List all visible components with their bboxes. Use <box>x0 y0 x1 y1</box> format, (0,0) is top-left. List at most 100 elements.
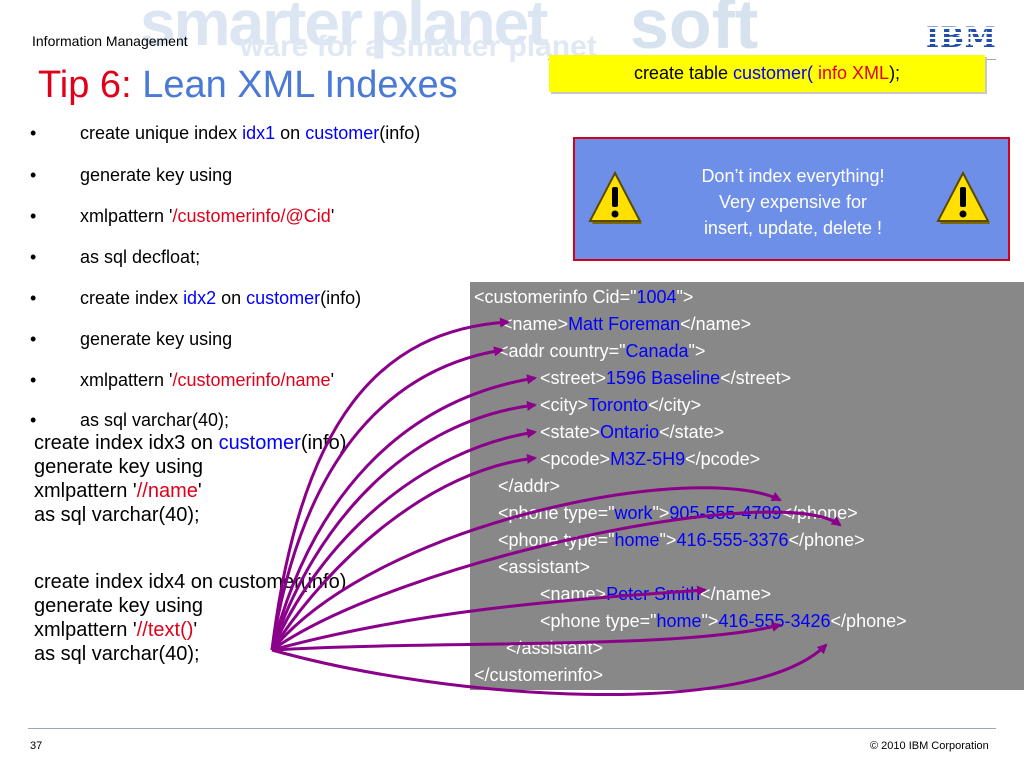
text-run: "> <box>676 287 694 307</box>
text-run: "> <box>652 503 670 523</box>
text-run: <phone type=" <box>540 611 657 631</box>
text-run: generate key using <box>34 595 204 617</box>
bullet-item: •as sql varchar(40); <box>30 410 229 431</box>
text-run: </name> <box>700 584 772 604</box>
text-run: 905-555-4789 <box>669 503 782 523</box>
text-run: </addr> <box>498 476 561 496</box>
text-run: 1596 Baseline <box>606 368 721 388</box>
xml-line: </addr> <box>498 476 560 497</box>
text-run: home <box>656 611 702 631</box>
xml-line: </assistant> <box>506 638 603 659</box>
text-run: <street> <box>540 368 607 388</box>
header-banner: smarter planet soft ware for a smarter p… <box>0 0 1024 62</box>
bullet-item: •generate key using <box>30 165 232 186</box>
code-line: as sql varchar(40); <box>34 503 346 527</box>
text-run: </city> <box>648 395 702 415</box>
text-run: <addr country=" <box>498 341 626 361</box>
ibm-logo: IBM <box>926 21 997 54</box>
text-run: ' <box>197 480 202 502</box>
code-line: generate key using <box>34 594 346 618</box>
text-run: ' <box>330 370 334 390</box>
warning-box: Don’t index everything! Very expensive f… <box>573 137 1010 261</box>
text-run: generate key using <box>80 329 233 349</box>
text-run: //name <box>136 480 198 502</box>
text-run: //text() <box>136 619 194 641</box>
text-run: ' <box>330 206 335 226</box>
warning-line: insert, update, delete ! <box>703 218 883 238</box>
text-run: generate key using <box>34 456 204 478</box>
bullet-item: •create unique index idx1 on customer(in… <box>30 123 420 144</box>
create-table-info-xml: info XML <box>813 63 890 83</box>
title-text: Lean XML Indexes <box>131 64 458 106</box>
text-run: <phone type=" <box>498 503 615 523</box>
xml-line: <customerinfo Cid="1004"> <box>474 287 693 308</box>
warning-line: Don’t index everything! <box>701 166 885 186</box>
bullet-dot: • <box>30 370 37 390</box>
text-run: <state> <box>540 422 601 442</box>
text-run: /customerinfo/name <box>172 370 331 390</box>
idx3-statement: create index idx3 on customer(info)gener… <box>34 431 346 527</box>
text-run: </assistant> <box>506 638 604 658</box>
bullet-item: •create index idx2 on customer(info) <box>30 288 361 309</box>
text-run: xmlpattern ' <box>34 619 137 641</box>
copyright: © 2010 IBM Corporation <box>870 740 989 752</box>
banner-watermark-soft: soft <box>630 0 759 62</box>
code-line: as sql varchar(40); <box>34 642 346 666</box>
text-run: work <box>614 503 653 523</box>
text-run: </phone> <box>830 611 907 631</box>
text-run: <pcode> <box>540 449 611 469</box>
create-table-part: create table <box>633 63 733 83</box>
text-run: M3Z-5H9 <box>610 449 686 469</box>
text-run: (info) <box>300 432 347 454</box>
bullet-dot: • <box>30 329 37 349</box>
bullet-dot: • <box>30 206 37 226</box>
text-run: (info) <box>320 288 362 308</box>
text-run: idx2 <box>183 288 217 308</box>
code-line: xmlpattern '//name' <box>34 479 346 503</box>
xml-line: </customerinfo> <box>474 665 603 686</box>
xml-line: <pcode>M3Z-5H9</pcode> <box>540 449 760 470</box>
warning-icon <box>588 170 642 224</box>
text-run: 416-555-3426 <box>718 611 831 631</box>
xml-line: <phone type="home">416-555-3426</phone> <box>540 611 907 632</box>
bullet-item: •xmlpattern '/customerinfo/name' <box>30 370 334 391</box>
text-run: Toronto <box>588 395 649 415</box>
text-run: <city> <box>540 395 589 415</box>
xml-line: <name>Peter Smith</name> <box>540 584 771 605</box>
bullet-dot: • <box>30 123 37 143</box>
text-run: "> <box>688 341 706 361</box>
text-run: xmlpattern ' <box>34 480 137 502</box>
bullet-dot: • <box>30 247 37 267</box>
code-line: xmlpattern '//text()' <box>34 618 346 642</box>
xml-line: <phone type="work">905-555-4789</phone> <box>498 503 858 524</box>
page-number: 37 <box>30 740 43 752</box>
text-run: Ontario <box>600 422 660 442</box>
title-tip: Tip 6: <box>38 64 132 106</box>
warning-line: Very expensive for <box>718 192 868 212</box>
text-run: <name> <box>540 584 607 604</box>
text-run: as sql varchar(40); <box>34 643 200 665</box>
text-run: </street> <box>720 368 792 388</box>
text-run: Canada <box>625 341 689 361</box>
text-run: </customerinfo> <box>474 665 604 685</box>
warning-icon <box>936 170 990 224</box>
create-table-callout: create table customer( info XML); <box>549 55 985 92</box>
xml-line: <addr country="Canada"> <box>498 341 705 362</box>
xml-line: <name>Matt Foreman</name> <box>502 314 751 335</box>
text-run: Matt Foreman <box>568 314 681 334</box>
text-run: xmlpattern ' <box>80 206 173 226</box>
text-run: as sql varchar(40); <box>80 410 230 430</box>
bullet-item: •xmlpattern '/customerinfo/@Cid' <box>30 206 334 227</box>
xml-line: <state>Ontario</state> <box>540 422 724 443</box>
create-table-close: ); <box>889 63 901 83</box>
xml-line: <phone type="home">416-555-3376</phone> <box>498 530 865 551</box>
text-run: <customerinfo Cid=" <box>474 287 637 307</box>
text-run: as sql decfloat; <box>80 247 201 267</box>
xml-line: <street>1596 Baseline</street> <box>540 368 791 389</box>
text-run: home <box>614 530 660 550</box>
text-run: </name> <box>680 314 752 334</box>
text-run: ' <box>193 619 198 641</box>
text-run: create index idx4 on customer(info) <box>34 571 347 593</box>
text-run: <name> <box>502 314 569 334</box>
